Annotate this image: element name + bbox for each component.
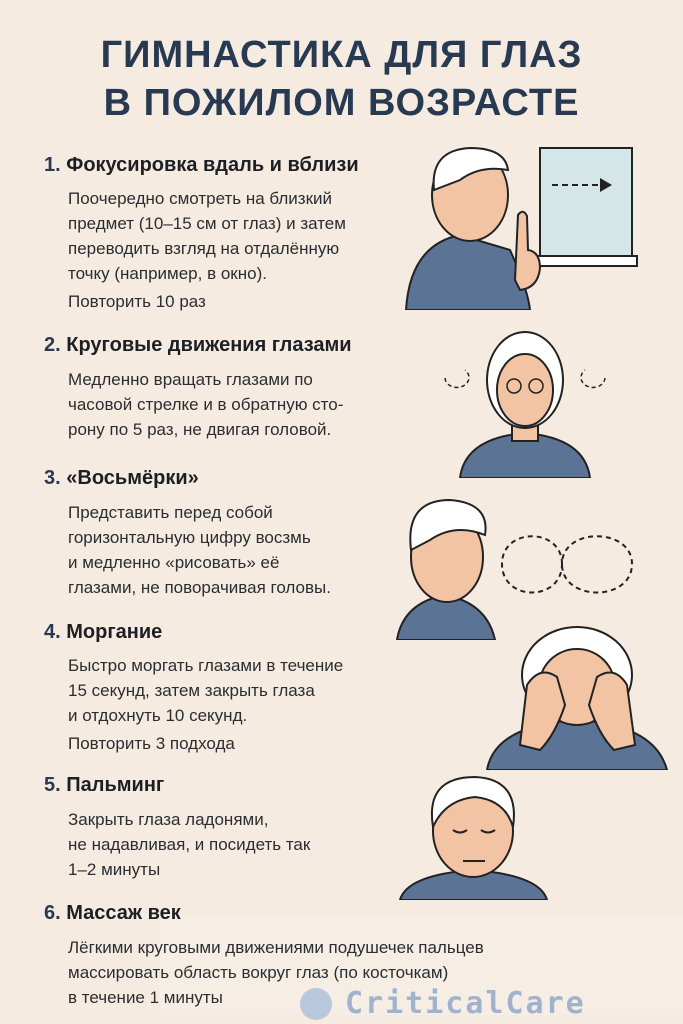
exercise-title: Пальминг <box>66 774 165 796</box>
exercise-4-text: Быстро моргать глазами в течение 15 секу… <box>68 653 343 756</box>
text-line: переводить взгляд на отдалённую <box>68 239 340 258</box>
exercise-3-heading: 3. «Восьмёрки» <box>44 466 199 490</box>
text-line: глазами, не поворачивая головы. <box>68 578 331 597</box>
text-line: часовой стрелке и в обратную сто- <box>68 395 344 414</box>
exercise-number: 1. <box>44 154 61 176</box>
text-line: Лёгкими круговыми движениями подушечек п… <box>68 938 484 957</box>
exercise-title: «Восьмёрки» <box>66 467 199 489</box>
exercise-title: Круговые движения глазами <box>66 334 352 356</box>
text-line: массировать область вокруг глаз (по кост… <box>68 963 449 982</box>
exercise-2-text: Медленно вращать глазами по часовой стре… <box>68 367 343 442</box>
text-line: Представить перед собой <box>68 503 273 522</box>
exercise-3-text: Представить перед собой горизонтальную ц… <box>68 500 331 600</box>
exercise-4-heading: 4. Моргание <box>44 620 162 644</box>
watermark-logo-icon <box>300 988 332 1020</box>
text-line: Поочередно смотреть на близкий <box>68 189 333 208</box>
text-line: Закрыть глаза ладонями, <box>68 810 269 829</box>
man-eyes-closed-illustration <box>398 775 549 900</box>
man-figure-eight-illustration <box>395 498 634 640</box>
text-line: точку (например, в окно). <box>68 264 267 283</box>
woman-circular-movement-illustration <box>444 331 606 478</box>
page-title-line1: ГИМНАСТИКА ДЛЯ ГЛАЗ <box>100 34 583 76</box>
text-line: не надавливая, и посидеть так <box>68 835 311 854</box>
text-line: в течение 1 минуты <box>68 988 223 1007</box>
text-line: 1–2 минуты <box>68 860 161 879</box>
text-line: и отдохнуть 10 секунд. <box>68 706 248 725</box>
text-line: горизонтальную цифру восзмь <box>68 528 311 547</box>
exercise-5-text: Закрыть глаза ладонями, не надавливая, и… <box>68 807 310 882</box>
exercise-number: 6. <box>44 902 61 924</box>
exercise-title: Фокусировка вдаль и вблизи <box>66 154 359 176</box>
watermark-band <box>160 915 683 1015</box>
exercise-number: 3. <box>44 467 61 489</box>
text-line: предмет (10–15 см от глаз) и затем <box>68 214 346 233</box>
exercise-title: Моргание <box>66 621 163 643</box>
exercise-5-heading: 5. Пальминг <box>44 773 164 797</box>
exercise-title: Массаж век <box>66 902 181 924</box>
watermark-text: CriticalCare <box>345 986 586 1021</box>
text-line: Повторить 10 раз <box>68 292 206 311</box>
woman-palming-illustration <box>485 626 669 770</box>
exercise-6-heading: 6. Массаж век <box>44 901 181 925</box>
text-line: 15 секунд, затем закрыть глаза <box>68 681 315 700</box>
exercise-6-text: Лёгкими круговыми движениями подушечек п… <box>68 935 484 1010</box>
exercise-number: 2. <box>44 334 61 356</box>
text-line: и медленно «рисовать» её <box>68 553 280 572</box>
exercise-2-heading: 2. Круговые движения глазами <box>44 333 352 357</box>
page-title-line2: В ПОЖИЛОМ ВОЗРАСТЕ <box>103 82 580 124</box>
exercise-1-heading: 1. Фокусировка вдаль и вблизи <box>44 153 359 177</box>
text-line: Повторить 3 подхода <box>68 734 235 753</box>
text-line: рону по 5 раз, не двигая головой. <box>68 420 332 439</box>
exercise-number: 4. <box>44 621 61 643</box>
text-line: Медленно вращать глазами по <box>68 370 313 389</box>
exercise-number: 5. <box>44 774 61 796</box>
text-line: Быстро моргать глазами в течение <box>68 656 344 675</box>
exercise-1-text: Поочередно смотреть на близкий предмет (… <box>68 186 346 314</box>
man-focusing-illustration <box>404 146 638 310</box>
